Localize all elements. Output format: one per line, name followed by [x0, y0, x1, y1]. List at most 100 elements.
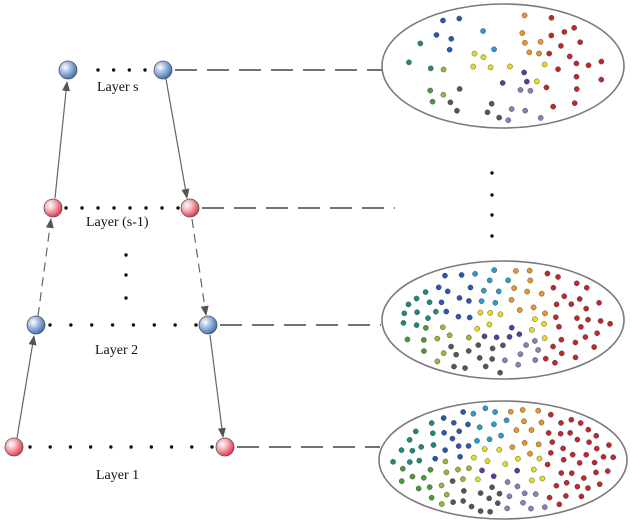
cluster-point [477, 508, 484, 514]
vertical-ellipsis-left [124, 253, 128, 300]
cluster-point [515, 361, 521, 368]
cluster-point [558, 420, 564, 426]
cluster-point [409, 447, 416, 454]
cluster-point [502, 461, 509, 467]
layer-s1-left-node [43, 198, 63, 218]
dotted-row-layer-2 [48, 323, 198, 327]
cluster-point [398, 478, 405, 484]
cluster-point [489, 484, 495, 491]
cluster-point [477, 309, 484, 316]
cluster-point [489, 356, 495, 362]
cluster-point [544, 270, 551, 277]
cluster-point [488, 100, 495, 107]
cluster-point [521, 440, 528, 446]
cluster-point [586, 439, 592, 446]
cluster-point [475, 342, 482, 348]
cluster-point [462, 365, 468, 371]
cluster-point [513, 427, 520, 433]
cluster-point [549, 439, 556, 445]
cluster-point [489, 345, 496, 352]
cluster-point [429, 430, 436, 436]
cluster-point [577, 420, 584, 426]
cluster-point [550, 343, 556, 350]
cluster-point [505, 277, 511, 284]
dot [111, 68, 116, 72]
dot [129, 445, 133, 449]
cluster-point [541, 321, 547, 327]
cluster-point [458, 272, 465, 278]
vertical-ellipsis-right [490, 171, 494, 238]
cluster-point [596, 481, 603, 487]
cluster-point [496, 490, 503, 497]
cluster-point [470, 410, 477, 417]
cluster-point [583, 451, 589, 458]
cluster-point [591, 459, 598, 466]
dot [128, 206, 132, 210]
cluster-point [447, 99, 454, 106]
cluster-point [390, 459, 396, 465]
cluster-point [504, 479, 511, 485]
cluster-point [444, 288, 451, 295]
cluster-point [417, 40, 424, 47]
cluster-point [455, 466, 461, 473]
dot [144, 206, 148, 210]
cluster-point [480, 287, 487, 294]
cluster-point [526, 267, 533, 274]
cluster-point [409, 473, 416, 480]
cluster-point [450, 499, 456, 505]
cluster-point [429, 98, 436, 105]
cluster-point [530, 466, 537, 473]
cluster-point [491, 421, 497, 428]
cluster-point [478, 298, 485, 304]
connectors [16, 69, 395, 448]
cluster-point [523, 342, 529, 348]
cluster-point [552, 359, 558, 366]
cluster-point [505, 117, 512, 123]
cluster-point [401, 310, 408, 317]
cluster-point [596, 299, 602, 306]
cluster-point [414, 309, 420, 316]
cluster-point [537, 115, 544, 121]
dot [90, 323, 94, 327]
cluster-point [486, 436, 493, 443]
cluster-point [406, 437, 413, 443]
cluster-point [482, 405, 489, 412]
layer-2-right-node [198, 315, 218, 335]
cluster-point [594, 330, 600, 336]
cluster-point [521, 418, 527, 425]
cluster-point [524, 288, 530, 295]
dot [490, 234, 494, 238]
cluster-point [471, 454, 477, 461]
cluster-point [519, 30, 526, 36]
dotted-row-layer-s [96, 68, 147, 72]
cluster-point [528, 427, 535, 433]
cluster-point [568, 301, 575, 307]
cluster-point [440, 17, 446, 24]
cluster-point [511, 285, 517, 291]
cluster-point [490, 473, 497, 480]
cluster-point [423, 325, 429, 331]
cluster-point [481, 446, 488, 452]
cluster-point [541, 61, 548, 68]
cluster-point [604, 468, 611, 474]
cluster-point [433, 32, 440, 38]
connector-right-2-to-1 [209, 334, 226, 438]
cluster-point [563, 479, 570, 486]
dot [131, 323, 136, 327]
cluster-point [425, 315, 431, 321]
cluster-point [432, 455, 438, 462]
cluster-point [578, 324, 584, 330]
dot [80, 206, 84, 210]
dot [88, 445, 93, 449]
cluster-point [426, 299, 433, 306]
cluster-point [593, 469, 599, 476]
cluster-point [563, 493, 569, 499]
cluster-point [558, 336, 565, 343]
cluster-point [593, 445, 600, 452]
cluster-point [533, 78, 540, 85]
cluster-point [576, 296, 583, 302]
cluster-layer-1-boundary [378, 400, 628, 520]
dot [176, 206, 180, 210]
cluster-point [576, 460, 583, 466]
cluster-point [472, 271, 478, 277]
